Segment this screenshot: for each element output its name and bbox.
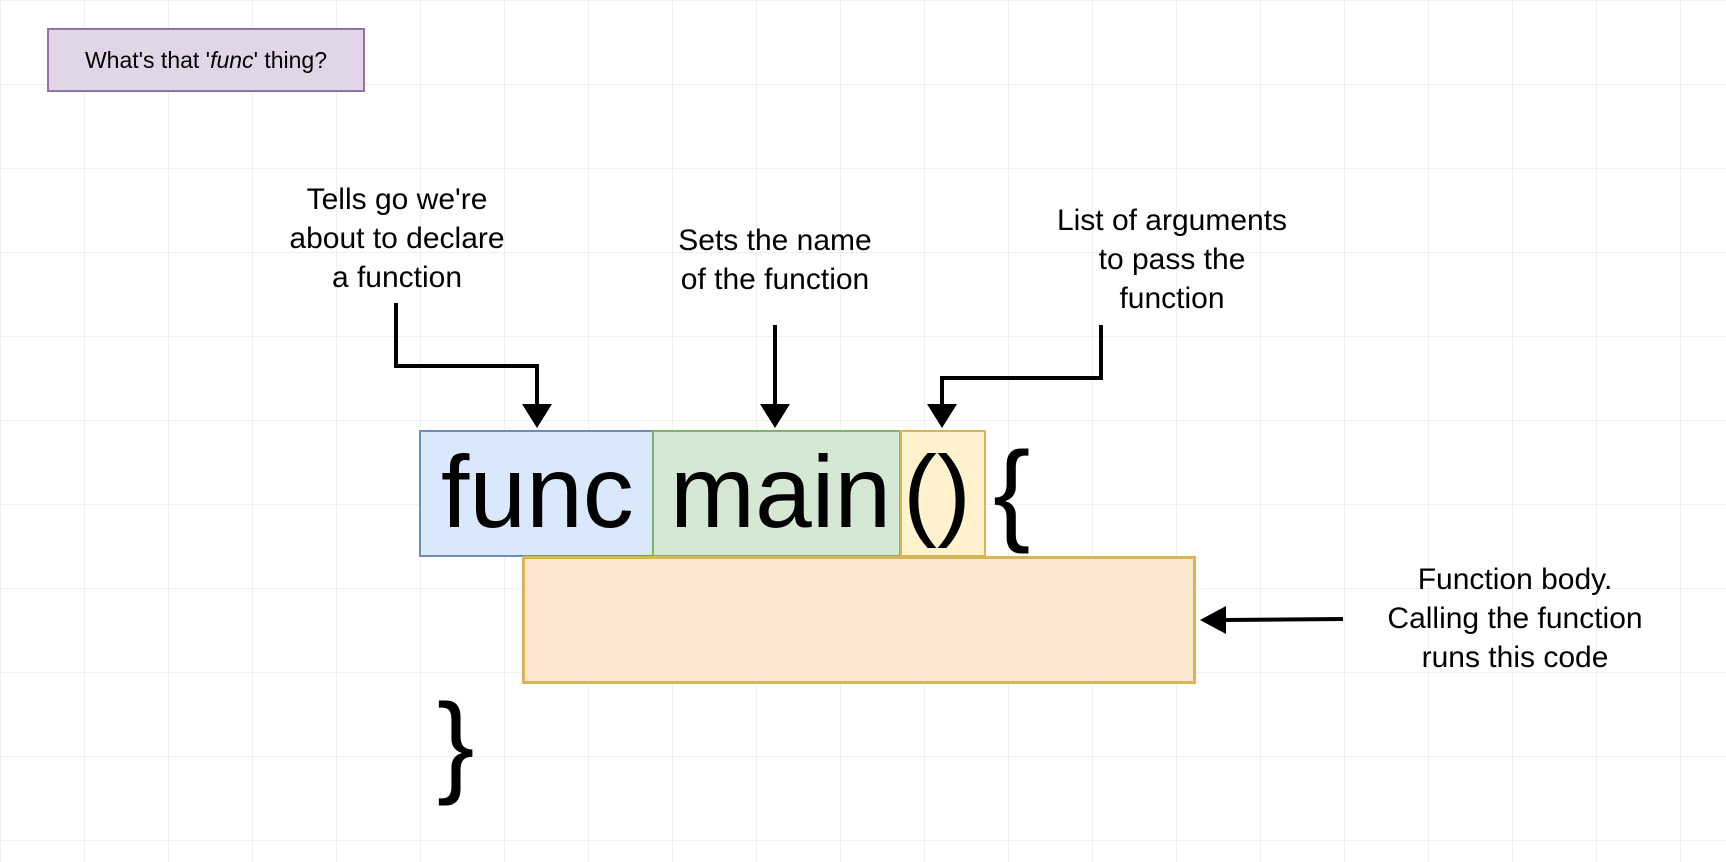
- arrow-head-args: [927, 404, 957, 428]
- arrow-head-keyword: [522, 404, 552, 428]
- arrow-head-name: [760, 404, 790, 428]
- code-arguments: (): [903, 435, 971, 549]
- code-function-name: main: [670, 435, 892, 549]
- keyword-box: [419, 430, 654, 557]
- function-name-box: [652, 430, 901, 557]
- annotation-args: List of arguments to pass the function: [1056, 204, 1288, 315]
- code-keyword: func: [441, 435, 634, 549]
- arrow-head-body: [1200, 606, 1226, 634]
- code-open-brace: {: [993, 429, 1031, 554]
- arrow-body-connector: [1221, 617, 1344, 622]
- annotation-name: Sets the name of the function: [678, 224, 872, 296]
- title-box: What's that 'func' thing?: [47, 28, 365, 92]
- title-keyword: func: [210, 46, 254, 73]
- arrow-args-connector: [940, 325, 1103, 410]
- function-body-box: [522, 556, 1196, 684]
- code-close-brace: }: [437, 681, 475, 806]
- arrow-keyword-connector: [394, 303, 539, 410]
- title-prefix: What's that ': [84, 46, 211, 73]
- annotation-keyword: Tells go we're about to declare a functi…: [289, 183, 505, 294]
- title-suffix: ' thing?: [253, 46, 328, 73]
- annotation-body: Function body. Calling the function runs…: [1387, 563, 1643, 674]
